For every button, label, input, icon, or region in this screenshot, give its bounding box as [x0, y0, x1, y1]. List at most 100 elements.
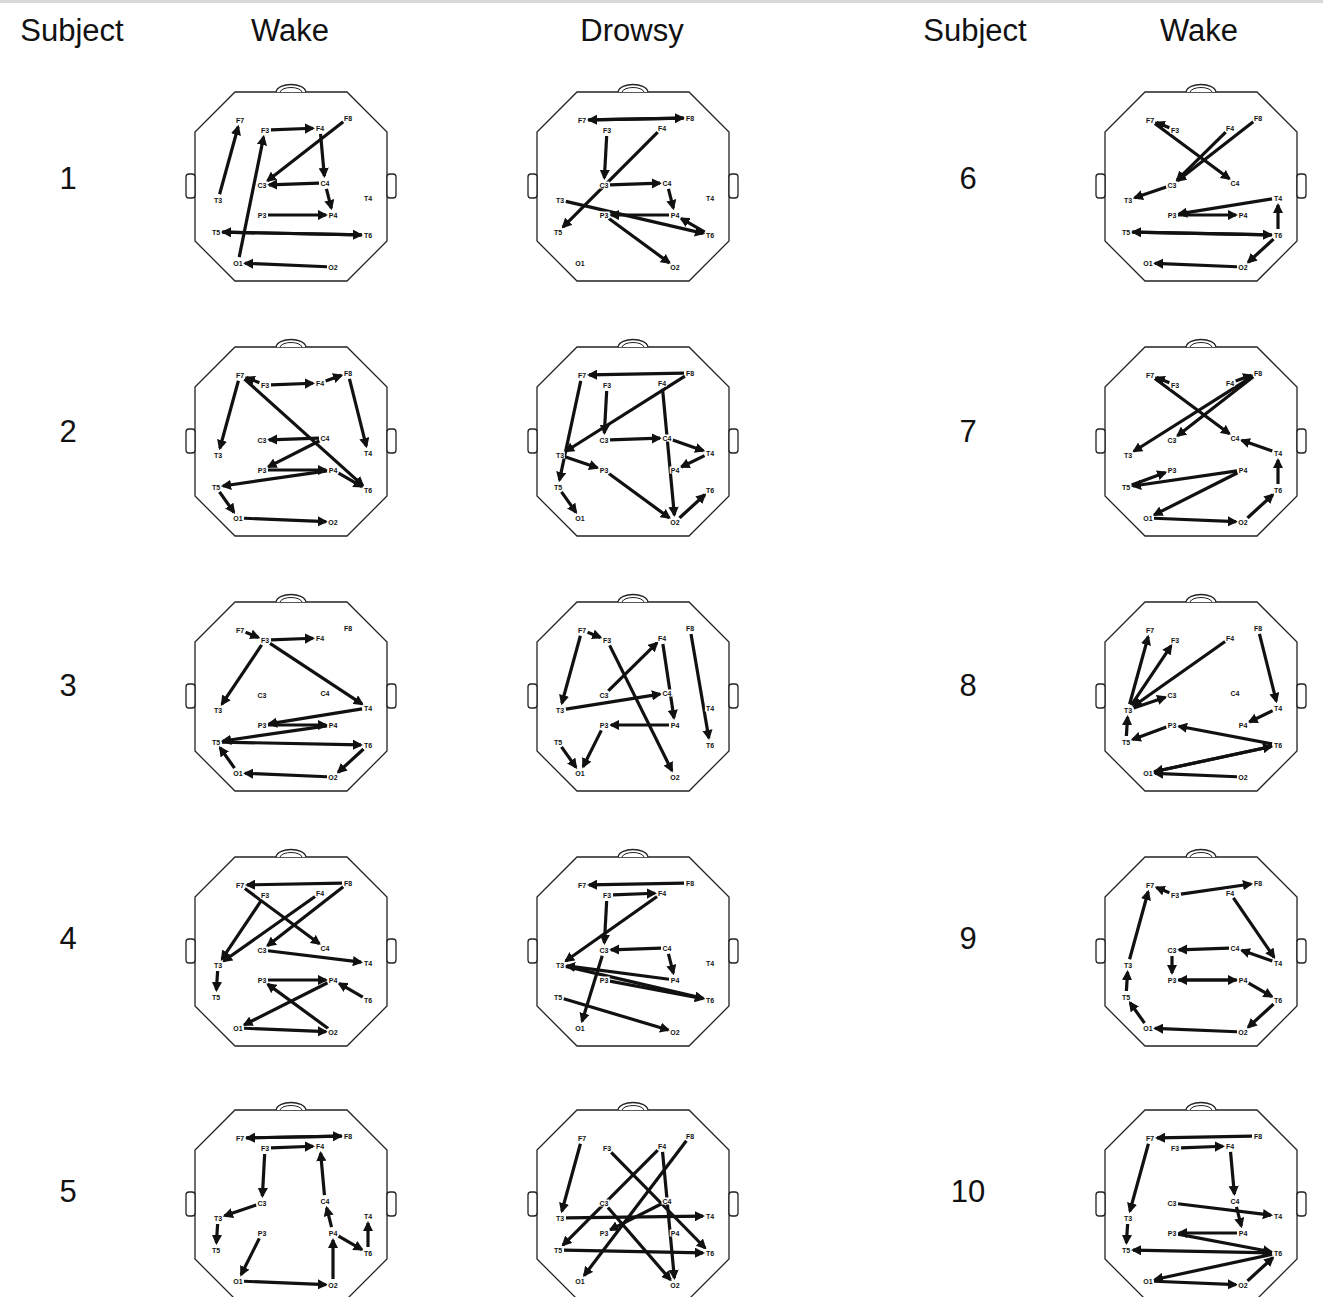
electrode-label: F7 [577, 117, 587, 124]
electrode-label: F3 [602, 637, 612, 644]
head-outline [532, 333, 734, 538]
electrode-label: P3 [257, 722, 268, 729]
ear [1297, 174, 1306, 198]
connectivity-arrow [222, 232, 361, 235]
nose [276, 595, 306, 603]
nose [1186, 340, 1216, 348]
connectivity-arrow [1156, 888, 1169, 893]
electrode-label: O2 [1237, 1282, 1248, 1289]
electrode-label: F7 [1145, 627, 1155, 634]
electrode-label: F3 [260, 1145, 270, 1152]
connectivity-arrow [1154, 746, 1271, 771]
electrode-label: C4 [1230, 690, 1241, 697]
electrode-label: O1 [574, 515, 585, 522]
electrode-label: F8 [685, 880, 695, 887]
electrode-label: T4 [363, 960, 373, 967]
connectivity-arrow [610, 438, 660, 440]
connectivity-arrow [262, 1154, 264, 1196]
head-outline [532, 78, 734, 283]
connectivity-arrow [608, 643, 657, 691]
connectivity-arrow [220, 748, 234, 768]
electrode-label: T3 [555, 452, 565, 459]
head-outline [1100, 843, 1302, 1048]
subject-number: 10 [951, 1176, 985, 1207]
ear [528, 429, 537, 453]
electrode-label: F4 [315, 125, 325, 132]
connectivity-arrow [1178, 377, 1254, 436]
electrode-label: C4 [662, 435, 673, 442]
ear [186, 174, 195, 198]
electrode-label: F8 [1253, 880, 1263, 887]
connectivity-arrow [1131, 646, 1171, 705]
electrode-label: T5 [553, 1247, 563, 1254]
electrode-label: P4 [670, 212, 681, 219]
connectivity-arrow [681, 218, 705, 232]
electrode-label: T3 [1123, 197, 1133, 204]
electrode-label: O2 [1237, 519, 1248, 526]
electrode-label: C4 [1230, 180, 1241, 187]
connectivity-arrow [244, 1028, 326, 1031]
electrode-label: P3 [257, 212, 268, 219]
connectivity-arrow [268, 213, 326, 216]
electrode-label: O2 [669, 264, 680, 271]
connectivity-arrow [223, 232, 362, 235]
electrode-label: P3 [257, 977, 268, 984]
electrode-label: C3 [257, 437, 268, 444]
electrode-label: C3 [599, 947, 610, 954]
electrode-label: F3 [1170, 1145, 1180, 1152]
column-header: Drowsy [580, 15, 683, 46]
ear [729, 684, 738, 708]
nose [280, 343, 302, 348]
ear [729, 1192, 738, 1216]
ear [186, 1192, 195, 1216]
electrode-label: O2 [669, 519, 680, 526]
electrode-label: C3 [599, 437, 610, 444]
scalp-outline [1105, 92, 1297, 281]
electrode-label: F7 [1145, 1135, 1155, 1142]
connectivity-arrow [582, 956, 602, 1022]
connectivity-arrow [566, 376, 685, 451]
electrode-label: P4 [670, 722, 681, 729]
connectivity-arrow [589, 373, 684, 375]
electrode-label: F7 [235, 627, 245, 634]
electrode-label: P3 [599, 1230, 610, 1237]
connectivity-arrow [321, 134, 325, 176]
connectivity-arrow [326, 375, 342, 381]
connectivity-arrow [604, 901, 606, 943]
electrode-label: P4 [328, 722, 339, 729]
electrode-label: F8 [685, 625, 695, 632]
ear [729, 174, 738, 198]
nose [618, 850, 648, 858]
electrode-label: T6 [363, 1250, 373, 1257]
electrode-label: P4 [670, 467, 681, 474]
connectivity-arrow [268, 951, 361, 962]
nose [276, 850, 306, 858]
electrode-label: F4 [657, 635, 667, 642]
electrode-label: P3 [257, 1230, 268, 1237]
electrode-label: P3 [1167, 1230, 1178, 1237]
connectivity-arrow [562, 636, 581, 703]
connectivity-arrow [564, 1250, 703, 1253]
head-map: F7F3F4F8T3C3C4T4T5P3P4T6O1O2 [532, 78, 734, 283]
electrode-label: C3 [599, 182, 610, 189]
electrode-label: C4 [320, 1198, 331, 1205]
electrode-label: F8 [343, 625, 353, 632]
ear [1096, 1192, 1105, 1216]
electrode-label: T4 [1273, 450, 1283, 457]
connectivity-arrow [610, 645, 672, 770]
connectivity-arrow [668, 189, 673, 208]
electrode-label: T4 [363, 705, 373, 712]
electrode-label: O1 [574, 1278, 585, 1285]
connectivity-arrow [223, 726, 327, 741]
connectivity-arrow [1155, 1028, 1237, 1031]
electrode-label: F8 [343, 1133, 353, 1140]
head-map: F7F3F4F8T3C3C4T4T5P3P4T6O1O2 [1100, 1096, 1302, 1297]
electrode-label: T5 [211, 229, 221, 236]
electrode-label: C3 [1167, 437, 1178, 444]
connectivity-arrow [1248, 239, 1273, 262]
ear [387, 1192, 396, 1216]
electrode-label: C3 [599, 1200, 610, 1207]
electrode-label: F7 [1145, 117, 1155, 124]
connectivity-arrow [562, 1144, 581, 1211]
